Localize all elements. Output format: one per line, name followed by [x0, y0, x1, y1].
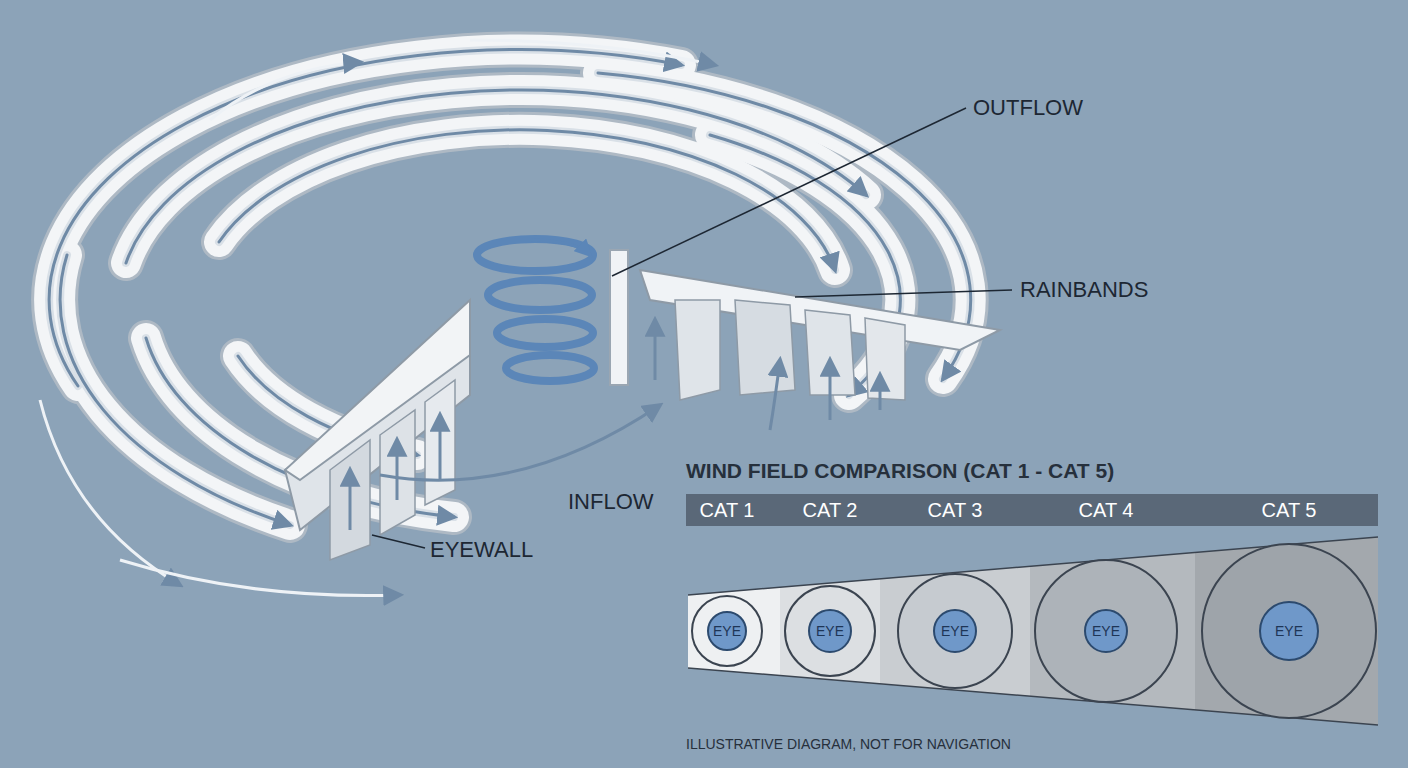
art-polygon: [880, 566, 1030, 696]
eye-label: EYE: [1275, 623, 1303, 639]
art-path: [40, 400, 180, 585]
category-label: CAT 4: [1034, 494, 1178, 526]
art-polygon: [380, 410, 415, 535]
art-use: [49, 50, 681, 386]
category-circle: CAT 1 EYE: [687, 494, 767, 669]
category-label: CAT 3: [897, 494, 1013, 526]
part-label: INFLOW: [568, 489, 654, 515]
eye-circle: EYE: [1259, 601, 1319, 661]
section-title: WIND FIELD COMPARISON (CAT 1 - CAT 5): [686, 458, 1114, 484]
art-line: [795, 290, 1012, 297]
art-use: [126, 90, 866, 263]
inflow-arrow: [380, 405, 660, 480]
art-g: [655, 320, 880, 430]
caption-note: ILLUSTRATIVE DIAGRAM, NOT FOR NAVIGATION: [686, 735, 1011, 753]
art-g: [49, 50, 971, 525]
category-label: CAT 1: [687, 494, 767, 526]
art-path: [654, 320, 657, 380]
art-path: [396, 440, 399, 500]
art-g: [49, 50, 971, 525]
art-use: [219, 130, 835, 270]
category-label: CAT 2: [784, 494, 876, 526]
art-ellipse: [497, 319, 593, 347]
part-label: RAINBANDS: [1020, 277, 1148, 303]
category-label: CAT 5: [1201, 494, 1377, 526]
art-ellipse: [477, 239, 593, 271]
art-path: [210, 62, 360, 120]
wind-field-circle: [1035, 560, 1177, 702]
art-g: [49, 50, 971, 525]
circle-outline: [1034, 494, 1178, 705]
eye-label: EYE: [1092, 623, 1120, 639]
art-path: [829, 360, 832, 420]
art-line: [612, 108, 966, 276]
eye-circle: EYE: [933, 609, 977, 653]
part-label: EYEWALL: [430, 537, 533, 563]
art-ellipse: [488, 280, 592, 310]
category-circle: CAT 2 EYE: [784, 494, 876, 679]
art-polygon: [735, 300, 795, 395]
art-polygon: [675, 300, 720, 400]
eye-helix: [477, 239, 628, 385]
art-g: [350, 415, 440, 530]
wind-field-circle: [692, 596, 762, 666]
art-use: [126, 90, 866, 263]
art-path: [879, 375, 882, 410]
art-polygon: [688, 587, 780, 675]
art-polygon: [425, 380, 455, 505]
eye-circle: EYE: [1084, 609, 1128, 653]
circle-outline: [897, 494, 1013, 691]
art-g: [49, 50, 971, 525]
art-use: [49, 50, 681, 386]
art-g: [477, 239, 594, 381]
art-ellipse: [506, 355, 594, 381]
wind-field-circle: [898, 574, 1012, 688]
art-path: [120, 560, 400, 596]
art-line: [372, 535, 425, 548]
art-use: [219, 130, 835, 270]
eyewall-cutaway: [285, 300, 470, 560]
art-path: [530, 240, 590, 255]
art-polygon: [330, 440, 370, 560]
eye-label: EYE: [941, 623, 969, 639]
outflow-arrows: [40, 40, 715, 596]
art-polygon: [1030, 552, 1195, 710]
wind-field-circle: [785, 586, 875, 676]
wind-field-circle: [1202, 544, 1376, 718]
art-rect: [686, 494, 1378, 526]
category-circle: CAT 3 EYE: [897, 494, 1013, 691]
art-polygon: [780, 579, 880, 684]
category-circle: CAT 4 EYE: [1034, 494, 1178, 705]
art-path: [349, 470, 352, 530]
art-path: [470, 40, 715, 65]
comparison-funnel: [686, 494, 1378, 725]
spiral-bands: [49, 50, 971, 525]
eye-label: EYE: [713, 623, 741, 639]
eye-circle: EYE: [707, 611, 747, 651]
art-path: [439, 415, 442, 480]
category-circle: CAT 5 EYE: [1201, 494, 1377, 721]
eye-label: EYE: [816, 623, 844, 639]
part-label: OUTFLOW: [973, 95, 1083, 121]
rainband-pillars: [640, 270, 1000, 430]
art-path: [770, 360, 780, 430]
art-use: [219, 130, 835, 270]
art-polygon: [865, 318, 905, 400]
eye-circle: EYE: [808, 609, 852, 653]
art-polygon: [1195, 537, 1378, 725]
